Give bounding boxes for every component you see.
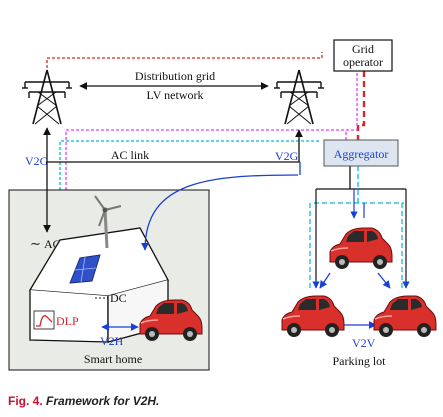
dlp-label: DLP — [56, 314, 79, 328]
parking-lot-label: Parking lot — [333, 354, 387, 368]
distribution-grid-label: Distribution grid — [135, 69, 215, 83]
electric-car-icon — [373, 295, 437, 338]
dlp-box — [33, 310, 55, 330]
aggregator-label: Aggregator — [334, 147, 389, 161]
v2v-label: V2V — [352, 336, 376, 350]
solar-panel-icon — [69, 254, 101, 284]
figure-caption: Fig. 4. Framework for V2H. — [8, 394, 159, 408]
grid-operator-to-aggregator — [356, 71, 366, 140]
transmission-tower-icon — [273, 69, 325, 125]
v2h-label: V2H — [100, 334, 124, 348]
v2v-arrow-right — [377, 272, 391, 289]
v2g-right-label: V2G — [275, 149, 299, 163]
v2v-arrow-left — [319, 272, 331, 289]
dlp-curve — [36, 315, 53, 327]
sine-wave-icon: ∼ — [30, 236, 41, 251]
grid-operator-line1: Grid — [352, 42, 374, 56]
electric-car-icon — [329, 227, 393, 270]
figure-number: Fig. 4. — [8, 394, 43, 408]
aggregator-box — [323, 139, 399, 167]
wind-turbine-icon — [94, 195, 122, 249]
grid-operator-line2: operator — [343, 55, 383, 69]
electric-car-icon — [281, 295, 345, 338]
dc-label: DC — [110, 291, 127, 305]
v2g-left-label: V2G — [25, 154, 49, 168]
v2g-curve-arrow — [141, 174, 299, 251]
ac-link-label: AC link — [111, 148, 149, 162]
transmission-tower-icon — [21, 69, 73, 125]
lv-network-label: LV network — [147, 88, 204, 102]
grid-operator-link — [46, 52, 323, 73]
grid-operator-box — [333, 39, 393, 72]
aggregator-line-home — [59, 140, 320, 190]
comm-line-home — [65, 71, 358, 190]
figure-title: Framework for V2H. — [46, 394, 160, 408]
smart-home-label: Smart home — [84, 352, 142, 366]
